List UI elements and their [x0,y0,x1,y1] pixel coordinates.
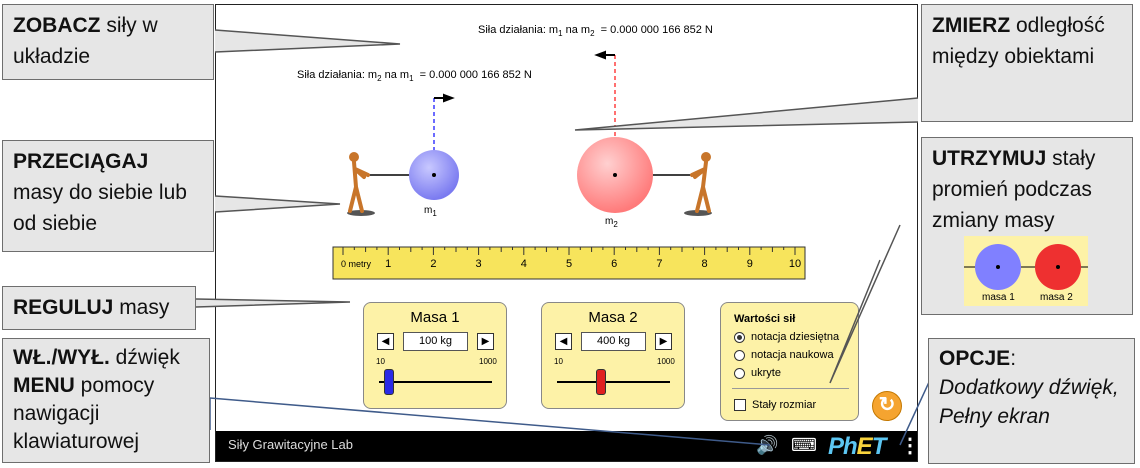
divider [732,388,849,389]
callout-options: OPCJE: Dodatkowy dźwięk, Pełny ekran [928,338,1135,464]
force-label-m2-on-m1: Siła działania: m2 na m1 = 0.000 000 166… [297,69,532,84]
radio-decimal-label: notacja dziesiętna [751,331,840,343]
ruler-tick-label: 5 [566,258,572,270]
mass-1-label: m1 [424,205,437,218]
puller-right [684,152,712,216]
mass-1-slider-thumb[interactable] [384,369,395,395]
menu-icon[interactable]: ⋮ [900,435,918,457]
force-arrow-m1 [434,93,455,103]
ruler-tick-label: 10 [789,258,801,270]
mass-1-title: Masa 1 [410,309,460,326]
mass-2-slider-thumb[interactable] [596,369,607,395]
mass-1-increase-button[interactable]: ▶ [477,333,494,350]
radio-hidden[interactable]: ukryte [734,367,781,379]
sim-title: Siły Grawitacyjne Lab [228,437,353,452]
radio-hidden-label: ukryte [751,367,781,379]
mass-2-max: 1000 [657,357,675,366]
callout-sound-menu: WŁ./WYŁ. dźwięk MENU pomocy nawigacji kl… [2,338,210,463]
force-values-panel: Wartości sił notacja dziesiętna notacja … [720,302,859,421]
ruler[interactable]: 0 metry 1 2 3 4 5 6 7 8 9 10 [332,246,806,280]
mass-2-label: m2 [605,216,618,229]
ruler-tick-label: 6 [611,258,617,270]
sound-icon[interactable]: 🔊 [756,435,779,455]
radio-scientific-label: notacja naukowa [751,349,834,361]
hold-mini-masses [964,244,1088,290]
constant-size-label: Stały rozmiar [752,399,817,411]
callout-see: ZOBACZ siły w układzie [2,4,214,80]
radio-hidden-button[interactable] [734,367,745,379]
mass-1-value: 100 kg [403,332,468,351]
ruler-tick-label: 7 [656,258,662,270]
constant-size-box[interactable] [734,399,746,412]
ruler-ticks: 0 metry 1 2 3 4 5 6 7 8 9 10 [341,247,801,270]
mass-2-panel: Masa 2 ◀ 400 kg ▶ 10 1000 [541,302,685,409]
mass-2-value: 400 kg [581,332,646,351]
mass-1-min: 10 [376,357,385,366]
reset-icon[interactable]: ↻ [872,391,902,421]
ruler-tick-label: 2 [430,258,436,270]
mini-mass-1-label: masa 1 [982,292,1015,303]
hold-mini-preview: masa 1 masa 2 [964,236,1088,306]
sim-canvas: 0 metry 1 2 3 4 5 6 7 8 9 10 [332,50,806,280]
constant-size-checkbox[interactable]: Stały rozmiar [734,399,817,412]
puller-left [347,152,375,216]
callout-drag: PRZECIĄGAJ masy do siebie lub od siebie [2,140,214,252]
radio-scientific-button[interactable] [734,349,745,361]
keyboard-icon[interactable]: ⌨ [791,435,817,455]
ruler-tick-label: 3 [476,258,482,270]
mass-2-title: Masa 2 [588,309,638,326]
mass-2-min: 10 [554,357,563,366]
force-arrow-m2 [594,50,615,60]
ruler-unit-label: 0 metry [341,259,372,269]
radio-decimal[interactable]: notacja dziesiętna [734,331,839,343]
mass-2-decrease-button[interactable]: ◀ [555,333,572,350]
ruler-tick-label: 8 [702,258,708,270]
mass-1-decrease-button[interactable]: ◀ [377,333,394,350]
ruler-tick-label: 1 [385,258,391,270]
radio-decimal-button[interactable] [734,331,745,343]
mass-1-panel: Masa 1 ◀ 100 kg ▶ 10 1000 [363,302,507,409]
simulation-area: 0 metry 1 2 3 4 5 6 7 8 9 10 Siła działania: m1 na… [215,4,918,462]
force-values-title: Wartości sił [734,313,796,325]
force-label-m1-on-m2: Siła działania: m1 na m2 = 0.000 000 166… [478,24,713,39]
mass-2-increase-button[interactable]: ▶ [655,333,672,350]
radio-scientific[interactable]: notacja naukowa [734,349,834,361]
mass-2-slider-track[interactable] [557,381,670,383]
callout-measure: ZMIERZ odległość między obiektami [921,4,1133,122]
mass-1-max: 1000 [479,357,497,366]
navbar: Siły Grawitacyjne Lab 🔊 ⌨ PhET ⋮ [216,431,917,461]
ruler-tick-label: 9 [747,258,753,270]
phet-logo[interactable]: PhET [828,433,886,460]
callout-adjust: REGULUJ masy [2,286,196,330]
mini-mass-2-label: masa 2 [1040,292,1073,303]
ruler-tick-label: 4 [521,258,527,270]
mass-1-slider-track[interactable] [379,381,492,383]
